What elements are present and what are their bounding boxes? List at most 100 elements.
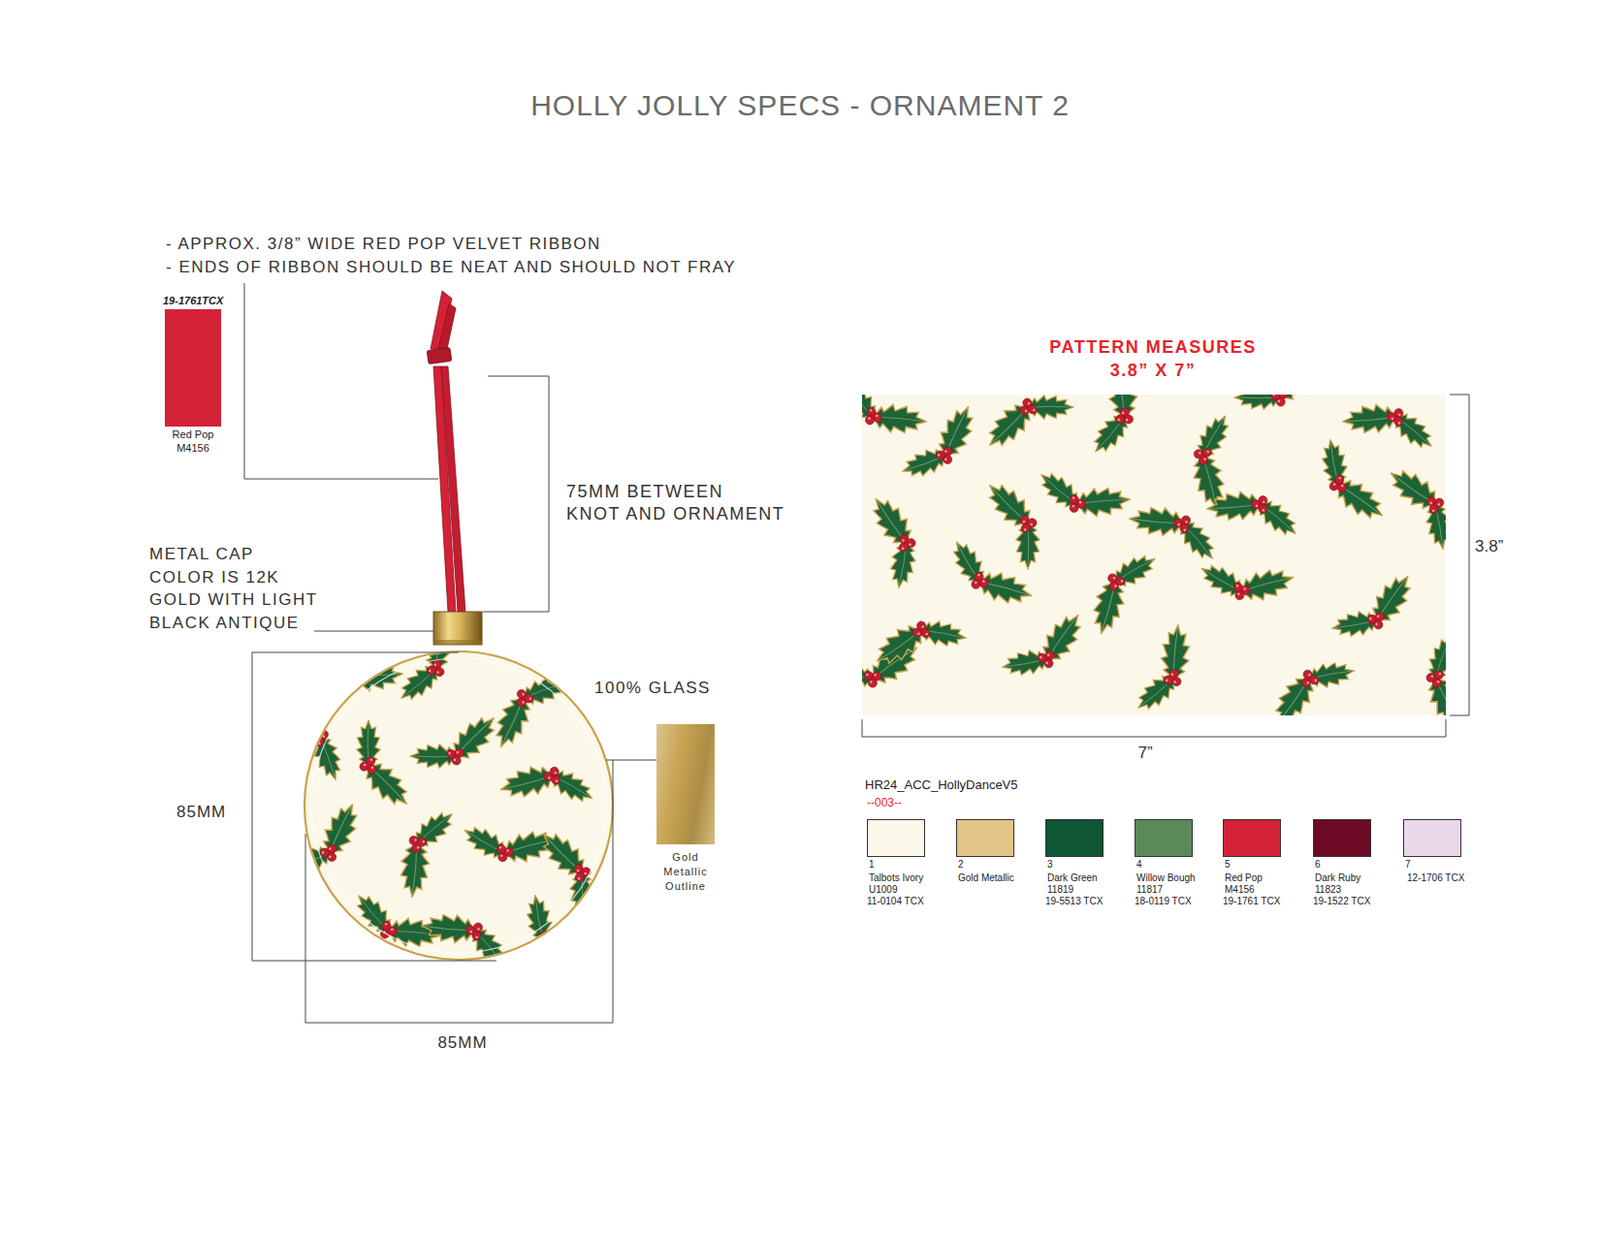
swatch-number: 1	[868, 859, 875, 871]
ribbon-note: - ENDS OF RIBBON SHOULD BE NEAT AND SHOU…	[165, 257, 736, 278]
holly-pattern	[1332, 394, 1445, 467]
color-code: 11819	[1047, 884, 1074, 896]
holly-pattern	[975, 467, 1056, 580]
color-swatch	[956, 819, 1015, 858]
swatch-number: 4	[1136, 859, 1143, 871]
swatch-name: Gold Metallic Outline	[663, 850, 707, 895]
holly-pattern	[1192, 547, 1302, 613]
swatch-number: 2	[958, 859, 964, 871]
color-code: U1009	[868, 884, 897, 896]
holly-pattern	[971, 394, 1085, 460]
leader-lines	[314, 631, 434, 633]
leader-lines	[244, 283, 1470, 1024]
color-swatch	[1134, 819, 1193, 858]
holly-pattern	[1317, 562, 1431, 656]
glass-ornament	[382, 604, 476, 717]
leader-lines	[606, 760, 657, 762]
metal-cap	[433, 611, 482, 645]
holly-pattern	[1254, 643, 1368, 716]
holly-pattern	[1118, 484, 1231, 578]
holly-pattern	[820, 345, 1472, 737]
ribbon-note: - APPROX. 3/8” WIDE RED POP VELVET RIBBO…	[165, 234, 602, 255]
color-code: 11-0104 TCX	[866, 896, 925, 908]
holly-pattern	[886, 394, 996, 496]
file-name: HR24_ACC_HollyDanceV5	[864, 777, 1019, 794]
swatch-name: Talbots Ivory	[868, 872, 924, 885]
glass-ornament	[399, 704, 512, 785]
material-note: METAL CAP COLOR IS 12K GOLD WITH LIGHT B…	[149, 543, 319, 635]
dimension-label: 7”	[1137, 743, 1152, 764]
glass-ornament	[300, 629, 414, 710]
glass-ornament	[257, 604, 613, 995]
color-code: 19-5513 TCX	[1045, 896, 1103, 908]
color-code: 19-1761TCX	[162, 294, 224, 308]
leader-lines	[482, 376, 549, 612]
holly-pattern	[1070, 537, 1174, 647]
dimension-label: 85MM	[437, 1033, 487, 1054]
swatch-name: Dark Ruby	[1314, 872, 1361, 885]
glass-ornament	[304, 651, 613, 960]
glass-ornament	[410, 892, 523, 986]
glass-ornament	[378, 796, 472, 909]
color-code: 11817	[1136, 884, 1163, 896]
swatch-number: 6	[1314, 859, 1321, 871]
leader-lines	[305, 760, 613, 1024]
color-code: 19-1761 TCX	[1222, 896, 1280, 908]
holly-pattern	[862, 394, 1446, 716]
holly-pattern	[988, 601, 1101, 695]
color-code: 11823	[1314, 884, 1342, 896]
leader-lines	[862, 719, 1446, 737]
pattern-heading: PATTERN MEASURES 3.8” X 7”	[1049, 335, 1256, 383]
holly-pattern	[862, 486, 928, 596]
color-swatch	[656, 724, 715, 845]
swatch-name: Red Pop	[1224, 872, 1263, 885]
dimension-label: 3.8”	[1474, 537, 1504, 557]
material-note: 100% GLASS	[594, 678, 711, 699]
holly-pattern	[1303, 425, 1397, 539]
holly-pattern	[1027, 454, 1141, 536]
color-code: M4156	[176, 442, 210, 455]
velvet-ribbon	[438, 303, 456, 350]
glass-ornament	[270, 791, 381, 895]
swatch-number: 3	[1047, 859, 1054, 871]
holly-pattern	[862, 394, 938, 456]
color-swatch	[1403, 819, 1462, 858]
holly-pattern	[1223, 394, 1337, 426]
glass-ornament	[257, 604, 610, 995]
color-code: 18-0119 TCX	[1134, 896, 1192, 908]
swatch-number: 5	[1224, 859, 1231, 871]
color-swatch	[866, 819, 926, 858]
metal-cap	[433, 611, 482, 645]
swatch-number: 7	[1405, 859, 1411, 871]
color-swatch	[1222, 819, 1281, 858]
color-swatch	[164, 309, 222, 427]
leader-lines	[252, 652, 497, 961]
swatch-name: Willow Bough	[1136, 872, 1196, 885]
color-swatch	[1312, 819, 1372, 858]
swatch-name: Dark Green	[1047, 872, 1098, 885]
swatch-name: 12-1706 TCX	[1407, 872, 1465, 885]
velvet-ribbon	[426, 290, 466, 612]
holly-pattern	[1376, 449, 1446, 563]
leader-lines	[1449, 394, 1470, 716]
glass-ornament	[492, 753, 602, 819]
colorway-code: --003--	[866, 796, 902, 810]
swatch-name: Gold Metallic	[958, 872, 1015, 885]
velvet-ribbon	[426, 347, 452, 364]
swatch-name: Red Pop	[172, 428, 215, 442]
sheet-title: HOLLY JOLLY SPECS - ORNAMENT 2	[530, 88, 1070, 124]
velvet-ribbon	[441, 366, 466, 612]
color-code: 19-1522 TCX	[1312, 896, 1371, 908]
leader-lines	[244, 283, 439, 480]
metal-cap	[433, 640, 482, 645]
color-code: M4156	[1224, 884, 1255, 896]
holly-pattern	[1075, 394, 1156, 466]
holly-pattern	[1196, 473, 1310, 554]
holly-pattern	[1422, 631, 1446, 716]
glass-ornament	[473, 658, 583, 762]
holly-pattern	[1119, 613, 1213, 716]
dimension-note: 75MM BETWEEN KNOT AND ORNAMENT	[566, 480, 785, 526]
glass-ornament	[311, 658, 607, 954]
color-swatch	[1045, 819, 1104, 858]
